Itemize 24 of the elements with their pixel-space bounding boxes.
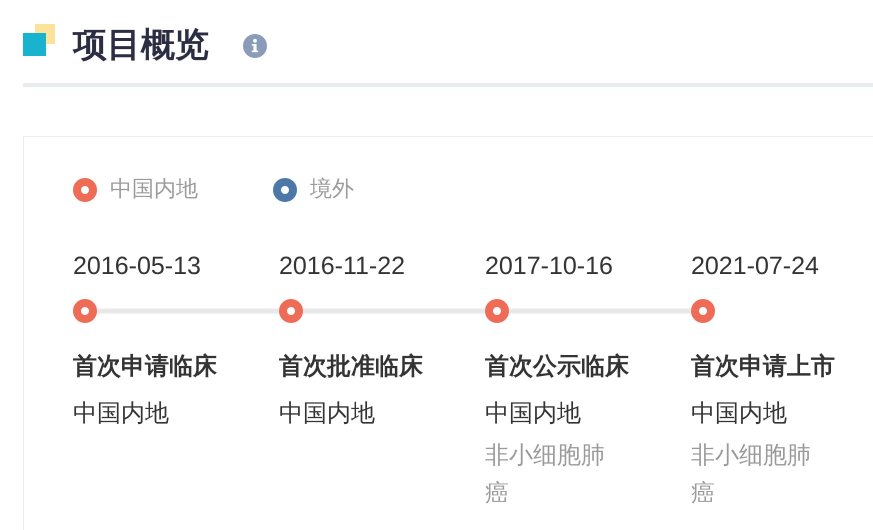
date-label: 2016-05-13 <box>73 251 201 281</box>
timeline-dot <box>73 299 97 323</box>
legend-label: 境外 <box>310 176 354 204</box>
timeline-dot <box>279 299 303 323</box>
timeline-line <box>303 308 485 314</box>
timeline-line <box>509 308 691 314</box>
legend-label: 中国内地 <box>110 176 198 204</box>
date-label: 2021-07-24 <box>691 251 819 281</box>
milestone-title: 首次公示临床 <box>485 351 629 381</box>
date-label: 2016-11-22 <box>279 251 406 281</box>
region-text: 中国内地 <box>691 398 787 428</box>
date-label: 2017-10-16 <box>485 251 613 281</box>
region-text: 中国内地 <box>279 398 375 428</box>
indication-text: 非小细胞肺癌 <box>691 440 812 509</box>
timeline-line <box>97 308 279 314</box>
region-text: 中国内地 <box>485 398 581 428</box>
milestone-title: 首次申请上市 <box>691 351 835 381</box>
region-text: 中国内地 <box>73 398 169 428</box>
timeline-dot <box>485 299 509 323</box>
indication-text: 非小细胞肺癌 <box>485 440 606 509</box>
page-title: 项目概览 <box>73 24 209 66</box>
milestone-title: 首次批准临床 <box>279 351 423 381</box>
timeline-dot <box>691 299 715 323</box>
milestone-title: 首次申请临床 <box>73 351 217 381</box>
